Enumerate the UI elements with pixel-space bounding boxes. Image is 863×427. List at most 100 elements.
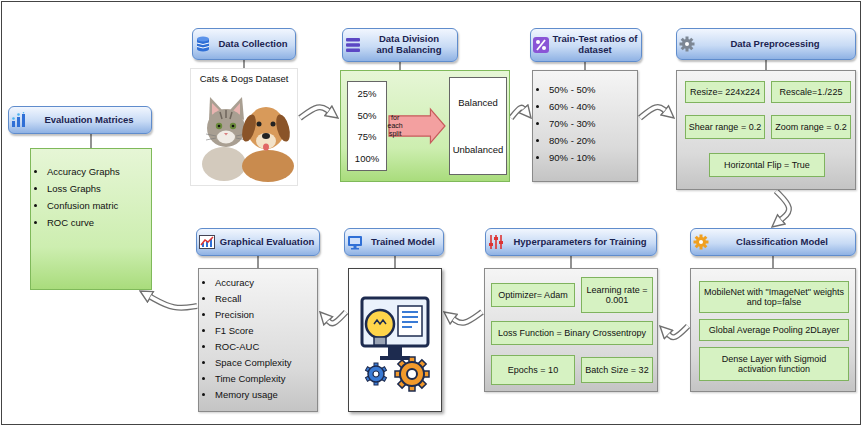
arrow-shaft [328,312,346,323]
link-line [584,62,585,70]
arrow-shaft [300,107,328,118]
box-text: Horizontal Flip = True [724,160,810,170]
list-item: Accuracy Graphs [47,163,147,180]
cat-dog-picture [271,122,276,127]
setting-box: Batch Size = 32 [581,357,653,383]
setting-box: Zoom range = 0.2 [771,115,851,139]
trained-model-icon [368,366,384,382]
header-link [585,62,586,70]
line-chart-icon [202,243,204,247]
stage-panel: Resize= 224x224 Rescale=1./225Shear range… [676,70,856,190]
box-text: Resize= 224x224 [690,87,760,97]
link-line [257,256,258,268]
list-item: 90% - 10% [549,149,633,166]
layer-box: Dense Layer with Sigmoid activation func… [699,347,849,381]
box-text: Rescale=1./225 [780,87,843,97]
header-link [91,134,92,148]
stage-header: Train-Test ratios of dataset [530,28,642,62]
percent-icon [533,37,549,53]
monitor-icon [351,248,359,250]
database-icon [197,37,209,42]
arrow-shaft [668,326,688,337]
database-icon [197,43,209,48]
cat-dog-picture [206,134,246,140]
bar-chart-icon [12,121,15,127]
gear-icon [686,37,689,52]
cat-dog-picture [224,133,228,136]
setting-box: Shear range = 0.2 [685,115,765,139]
header-link [766,60,767,70]
cat-dog-picture [218,125,221,128]
trained-model-icon [374,337,386,345]
stage-panel: Accuracy GraphsLoss GraphsConfusion matr… [30,148,152,290]
stage-panel: Optimizer= AdamLearning rate = 0.001Loss… [484,268,658,392]
flow-arrow [454,312,482,323]
arrow-shaft [150,297,197,308]
box-text: 75% [357,131,376,142]
flow-arrow [150,297,197,308]
stage-title: Data Collection [218,39,287,50]
trained-model-icon [374,320,386,324]
link-line [570,256,571,268]
dataset-box: Cats & Dogs Dataset [190,68,298,186]
box-text: Dense Layer with Sigmoid activation func… [702,354,846,375]
box-text: Epochs = 10 [508,365,558,375]
header-link [395,256,396,268]
line-chart-icon [200,236,215,249]
gear-icon [685,42,689,46]
stage-panel: 25%50%75%100%for each splitBalancedUnbal… [340,70,510,182]
trained-model-icon [398,360,426,388]
box-text: Balanced [458,97,498,108]
header-link [571,256,572,268]
bullet-list: AccuracyRecallPrecisionF1 ScoreROC-AUCSp… [199,269,317,403]
percent-icon [542,46,546,50]
bar-chart-icon [12,112,25,127]
arrow-shaft-core [328,312,346,323]
slider-icon [489,235,503,249]
setting-box: Epochs = 10 [491,355,575,385]
stage-title: Hyperparameters for Training [513,237,646,248]
arrow-shaft-core [454,312,482,323]
slider-icon [499,241,503,244]
list-item: Recall [215,291,313,307]
bar-chart-icon [23,112,25,114]
box-text: Optimizer= Adam [498,290,567,300]
monitor-icon [350,238,360,244]
list-item: Time Complexity [215,371,313,387]
stage-panel: 50% - 50%60% - 40%70% - 30%80% - 20%90% … [532,70,638,182]
cat-dog-picture [242,150,294,182]
stage-title: Data Division and Balancing [372,34,446,56]
setting-box: Horizontal Flip = True [709,153,825,177]
trained-model-icon [402,312,418,327]
split-box: 25%50%75%100% [347,81,387,171]
arrow-shaft [454,312,482,323]
box-text: Cats & Dogs Dataset [200,73,289,84]
flow-arrow [668,326,688,337]
box-text: Loss Function = Binary Crossentropy [498,328,646,338]
line-chart-icon [201,237,213,245]
link-line [772,256,773,268]
arrow-shaft [776,191,789,219]
box-text: 50% [357,110,376,121]
database-icon [197,37,209,52]
slider-icon [491,235,501,249]
header-link [400,62,401,70]
line-chart-icon [210,239,212,247]
cat-dog-picture [240,113,259,143]
cat-dog-picture [216,123,222,129]
list-item: Loss Graphs [47,180,147,197]
trained-model-icon [380,356,410,360]
line-chart-icon [200,236,215,249]
trained-model-icon [373,371,379,377]
trained-model-icon [362,298,428,346]
stage-header: Trained Model [344,228,444,256]
arrow-shaft [640,107,665,118]
trained-model-icon [365,363,386,385]
box-text: Zoom range = 0.2 [775,122,846,132]
stage-title: Trained Model [371,237,435,248]
list-item: 60% - 40% [549,98,633,115]
link-line [243,60,244,68]
layer-box: Global Average Pooling 2DLayer [699,319,849,341]
monitor-icon [348,236,362,250]
